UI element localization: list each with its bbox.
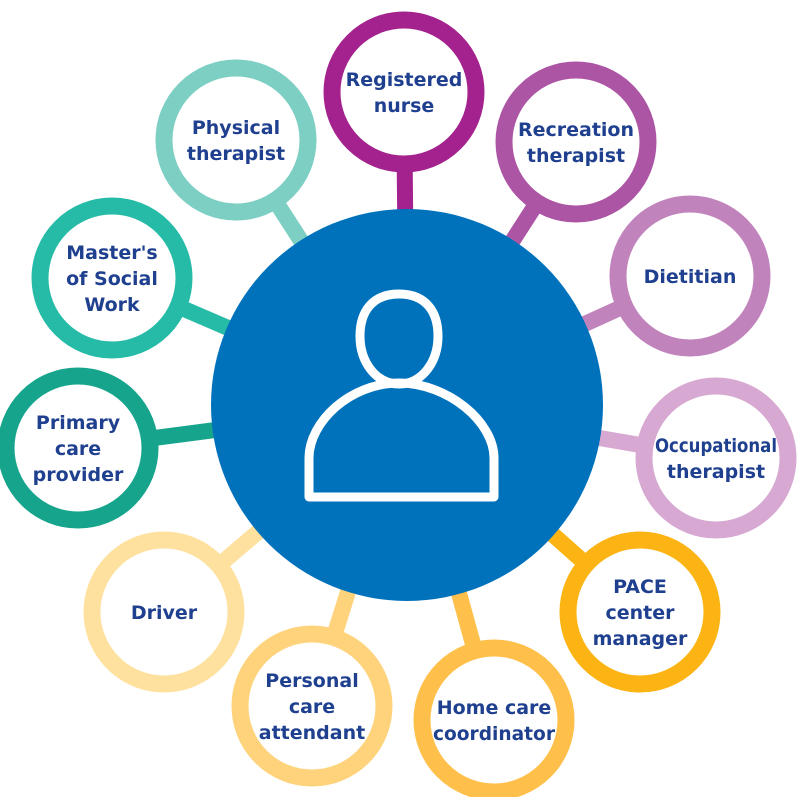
role-ring-registered-nurse	[323, 11, 485, 173]
hub	[211, 209, 603, 601]
role-label-pace-center-manager: center	[605, 602, 675, 624]
role-node-personal-care-attendant: Personal care attendant	[231, 625, 393, 787]
role-label-masters-of-social-work: Work	[84, 294, 140, 316]
hub-circle	[211, 209, 603, 601]
role-node-primary-care-provider: Primary care provider	[0, 367, 159, 529]
role-node-physical-therapist: Physical therapist	[155, 59, 317, 221]
role-label-personal-care-attendant: Personal	[265, 670, 358, 692]
role-ring-masters-of-social-work	[31, 197, 193, 359]
role-node-registered-nurse: Registered nurse	[323, 11, 485, 173]
role-ring-physical-therapist	[155, 59, 317, 221]
role-label-recreation-therapist: therapist	[527, 145, 625, 167]
role-ring-primary-care-provider	[0, 367, 159, 529]
role-label-registered-nurse: Registered	[346, 69, 463, 91]
role-label-primary-care-provider: care	[55, 438, 101, 460]
role-node-home-care-coordinator: Home care coordinator	[413, 639, 575, 797]
role-node-occupational-therapist: Occupational therapist	[635, 377, 797, 539]
role-label-personal-care-attendant: attendant	[259, 722, 365, 744]
role-label-masters-of-social-work: of Social	[66, 268, 158, 290]
role-label-home-care-coordinator: coordinator	[433, 723, 556, 745]
role-label-pace-center-manager: PACE	[613, 576, 667, 598]
role-label-recreation-therapist: Recreation	[518, 119, 634, 141]
role-label-personal-care-attendant: care	[289, 696, 335, 718]
role-label-primary-care-provider: Primary	[36, 412, 121, 434]
role-label-primary-care-provider: provider	[33, 464, 124, 486]
role-node-recreation-therapist: Recreation therapist	[495, 61, 657, 223]
role-label-pace-center-manager: manager	[593, 628, 688, 650]
role-ring-dietitian	[609, 195, 771, 357]
role-label-registered-nurse: nurse	[374, 95, 435, 117]
role-ring-recreation-therapist	[495, 61, 657, 223]
role-ring-driver	[83, 531, 245, 693]
person-icon	[304, 289, 499, 502]
role-label-driver: Driver	[131, 602, 198, 624]
role-node-dietitian: Dietitian	[609, 195, 771, 357]
role-node-pace-center-manager: PACE center manager	[559, 531, 721, 693]
role-ring-personal-care-attendant	[231, 625, 393, 787]
role-nodes: RegisterednurseRecreationtherapistDietit…	[0, 11, 797, 797]
role-ring-pace-center-manager	[559, 531, 721, 693]
role-ring-occupational-therapist	[635, 377, 797, 539]
role-label-masters-of-social-work: Master's	[66, 242, 158, 264]
role-label-occupational-therapist: therapist	[667, 461, 765, 483]
role-ring-home-care-coordinator	[413, 639, 575, 797]
role-label-home-care-coordinator: Home care	[437, 697, 552, 719]
role-node-driver: Driver	[83, 531, 245, 693]
role-label-occupational-therapist: Occupational	[655, 435, 777, 457]
role-label-dietitian: Dietitian	[644, 266, 737, 288]
role-label-physical-therapist: therapist	[187, 143, 285, 165]
role-label-physical-therapist: Physical	[192, 117, 280, 139]
